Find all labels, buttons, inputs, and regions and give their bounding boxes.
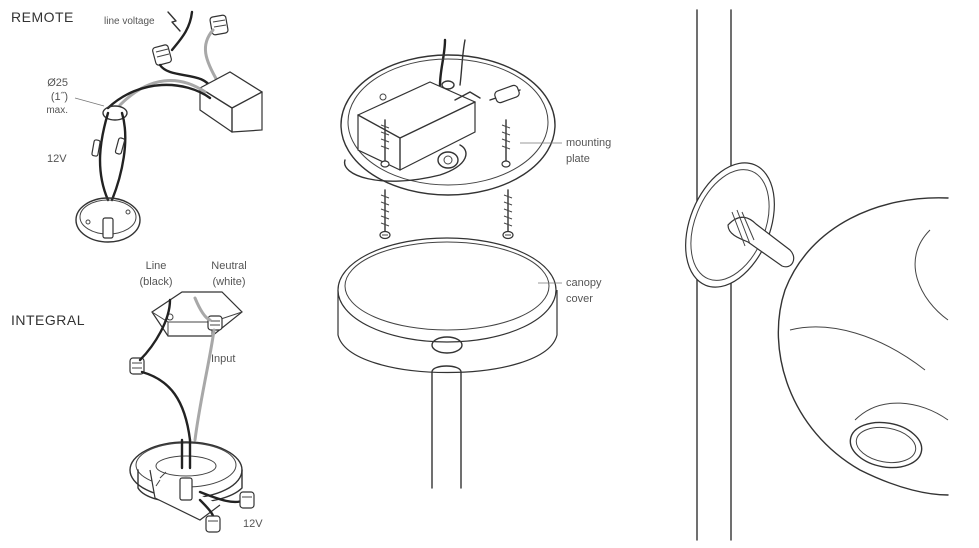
integral-12v-label: 12V [243,518,263,530]
canopy-cover-label-2: cover [566,293,593,305]
wire-nut [209,14,229,36]
screw [501,119,511,168]
junction-box [151,291,243,337]
stem [431,371,462,489]
max-label: max. [46,105,68,116]
remote-canopy [75,197,141,243]
diameter-inch-label: (1˝) [50,91,68,103]
section-title-integral: INTEGRAL [11,312,86,328]
fixture-side-view [685,9,949,541]
diameter-label: Ø25 [47,77,68,89]
line-color-label: (black) [139,276,173,288]
wire-nut [207,315,223,331]
lightning-icon [167,11,181,32]
remote-12v-label: 12V [47,153,67,165]
screw [502,189,514,240]
transformer-box [199,71,263,133]
screw [379,189,391,240]
section-title-remote: REMOTE [11,9,74,25]
wire-nut [129,357,145,375]
feed-hole [102,105,128,121]
wire-nut [205,515,221,533]
input-label: Input [211,353,236,365]
neutral-label: Neutral [211,260,247,272]
neutral-color-label: (white) [212,276,246,288]
screw [380,119,390,168]
globe-opening [849,421,923,469]
integral-wiring [129,291,255,533]
line-voltage-label: line voltage [104,16,155,27]
mounting-plate [340,54,556,196]
canopy-cover [337,237,558,374]
line-label: Line [145,260,167,272]
mounting-plate-label-2: plate [566,153,590,165]
canopy-cover-label: canopy [566,277,602,289]
remote-wiring [74,10,263,243]
mounting-assembly [337,38,562,489]
mounting-plate-label: mounting [566,137,612,149]
wire-nut [239,491,255,509]
wire-nut [152,44,172,66]
glass-globe [777,197,949,496]
